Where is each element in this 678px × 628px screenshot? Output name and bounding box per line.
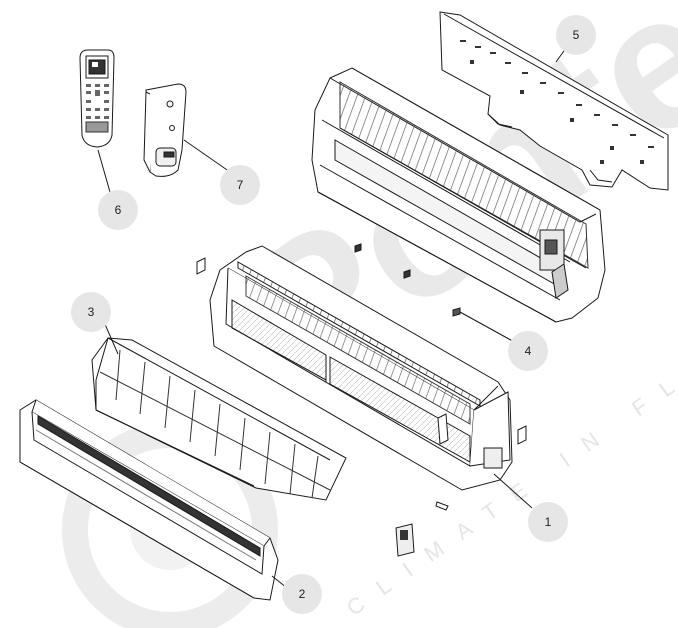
callout-6-label: 6 bbox=[114, 203, 122, 217]
part-remote-control bbox=[79, 49, 115, 148]
callout-2-label: 2 bbox=[298, 587, 306, 601]
callout-5-label: 5 bbox=[572, 28, 580, 42]
part-front-housing bbox=[209, 245, 513, 491]
callout-3-circle bbox=[71, 292, 111, 332]
callout-7-circle bbox=[220, 165, 260, 205]
callout-2-circle bbox=[282, 574, 322, 614]
callout-4-label: 4 bbox=[524, 344, 532, 358]
part-front-panel bbox=[19, 399, 279, 601]
callout-4-circle bbox=[508, 331, 548, 371]
callout-6-circle bbox=[98, 190, 138, 230]
callout-5-circle bbox=[556, 15, 596, 55]
part-air-filter bbox=[91, 337, 347, 501]
callout-markers bbox=[71, 15, 596, 614]
callout-3-label: 3 bbox=[87, 305, 95, 319]
callout-7-label: 7 bbox=[236, 178, 244, 192]
part-chassis bbox=[311, 67, 606, 323]
part-remote-holder bbox=[143, 83, 187, 177]
leader-lines bbox=[97, 47, 567, 593]
callout-1-label: 1 bbox=[544, 515, 552, 529]
callout-1-circle bbox=[528, 502, 568, 542]
part-mounting-plate bbox=[439, 11, 669, 191]
part-clips bbox=[196, 243, 527, 557]
